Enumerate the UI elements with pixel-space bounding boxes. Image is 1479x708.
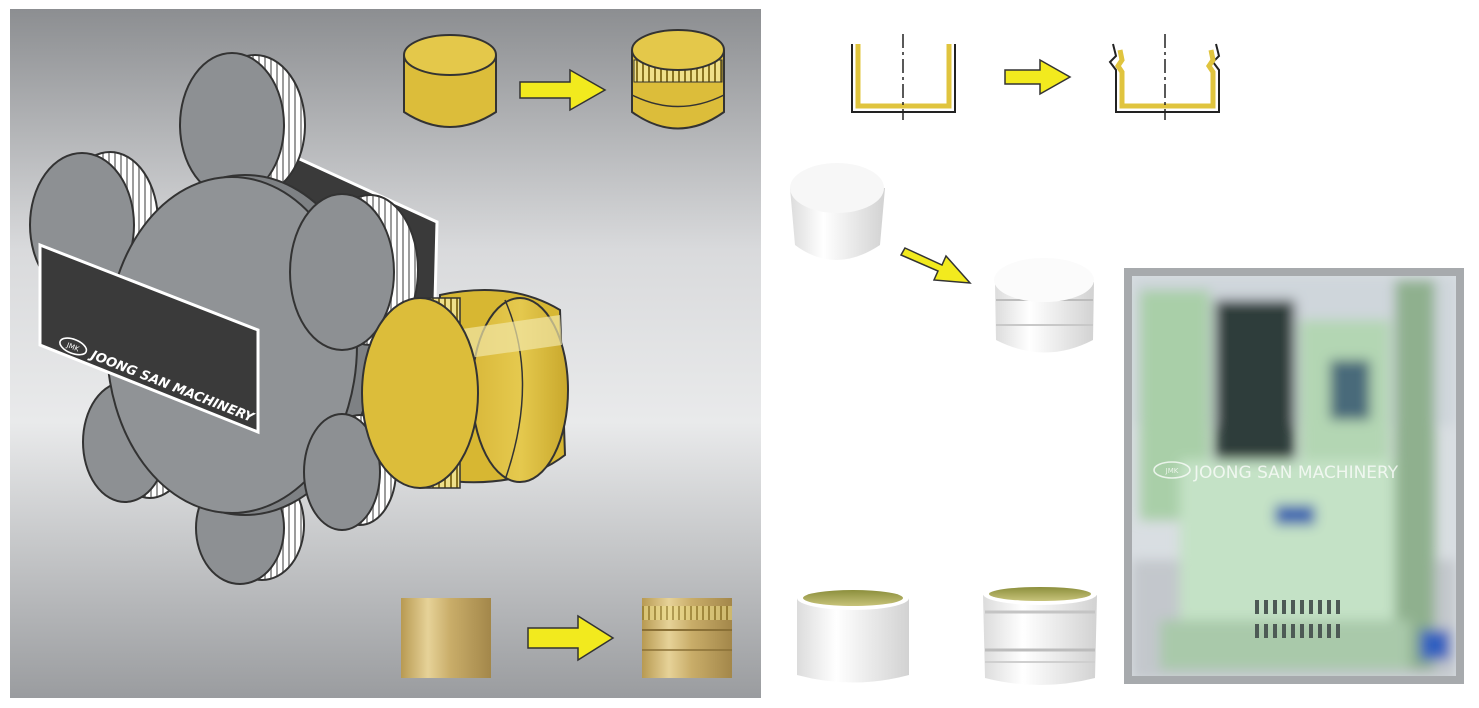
cross-section-after <box>1108 34 1221 120</box>
gold-cap-knurled <box>631 29 725 130</box>
brass-cap-formed <box>642 598 732 678</box>
photo-watermark: JMK JOONG SAN MACHINERY <box>1153 461 1399 483</box>
white-sleeve-plain <box>797 586 909 683</box>
illustration-panel: JMK JOONG SAN MACHINERY <box>10 9 761 698</box>
photo-watermark-text: JOONG SAN MACHINERY <box>1193 463 1399 483</box>
arrow-right-icon <box>519 68 607 112</box>
cross-section-before <box>851 34 956 120</box>
roller-wheel-bottom-right <box>303 413 397 531</box>
white-cap-plain <box>790 163 885 260</box>
arrow-right-icon <box>527 614 615 662</box>
photo-logo-text: JMK <box>1165 467 1179 475</box>
machine-photo: JMK JOONG SAN MACHINERY <box>1124 268 1464 684</box>
arrow-right-icon <box>1004 58 1072 96</box>
logo-mark-icon <box>59 337 88 356</box>
gold-cap-plain <box>403 34 497 128</box>
brass-cap-plain <box>401 598 491 678</box>
arrow-right-icon <box>899 247 972 284</box>
roller-wheel-top <box>179 52 306 198</box>
photo-vents <box>1255 600 1340 638</box>
logo-mark-icon <box>1153 461 1191 479</box>
large-gold-cap <box>361 289 569 489</box>
white-sleeve-formed <box>983 583 1097 685</box>
white-cap-formed <box>994 258 1094 353</box>
